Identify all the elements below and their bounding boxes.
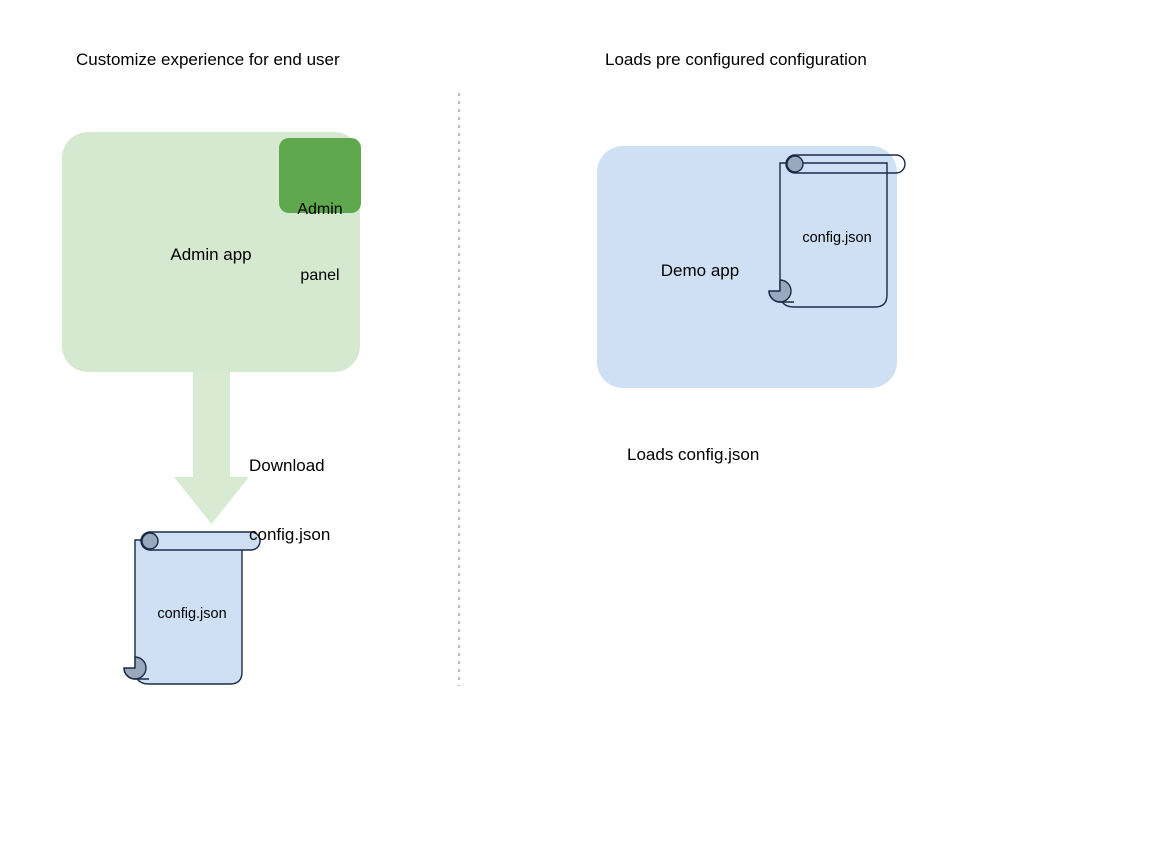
- download-arrow-label-line2: config.json: [249, 524, 331, 544]
- left-config-scroll-top-roll: [140, 531, 261, 551]
- admin-panel-label-line1: Admin: [297, 201, 343, 219]
- admin-app-label: Admin app: [170, 245, 252, 264]
- left-column-title: Customize experience for end user: [76, 50, 340, 69]
- right-config-scroll-label: config.json: [802, 230, 872, 246]
- download-arrow-label-line1: Download: [249, 455, 325, 475]
- left-config-scroll-bottom-curl-line: [123, 667, 149, 680]
- admin-panel-badge[interactable]: [279, 138, 361, 213]
- admin-panel-label-line2: panel: [300, 267, 340, 285]
- download-arrow: [174, 372, 249, 524]
- right-config-scroll-top-curl-icon: [786, 155, 804, 173]
- loads-config-caption: Loads config.json: [627, 445, 760, 464]
- demo-app-box[interactable]: [597, 146, 897, 388]
- admin-panel-label: Admin panel: [279, 155, 361, 310]
- download-arrow-label: Download config.json: [249, 409, 330, 570]
- demo-app-label: Demo app: [660, 261, 740, 280]
- left-config-scroll-label: config.json: [157, 606, 227, 622]
- left-config-scroll-top-curl-icon: [141, 532, 159, 550]
- right-config-scroll-bottom-curl-line: [768, 290, 794, 303]
- right-column-title: Loads pre configured configuration: [605, 50, 867, 69]
- right-config-scroll-top-roll: [785, 154, 906, 174]
